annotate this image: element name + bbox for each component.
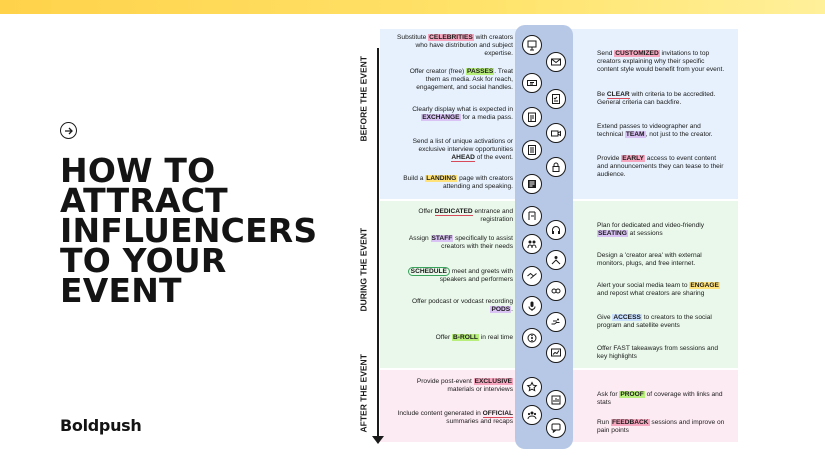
feedback-icon (546, 418, 566, 438)
entrance-icon (522, 206, 542, 226)
headset-icon (546, 220, 566, 240)
lock-icon (546, 157, 566, 177)
top-accent-bar (0, 0, 825, 14)
title-line-5: EVENT (60, 271, 182, 310)
phase-during-label: DURING THE EVENT (358, 227, 369, 312)
page-title: HOW TO ATTRACT INFLUENCERS TO YOUR EVENT (60, 151, 318, 310)
workspace-icon (546, 250, 566, 270)
during-right-item-2: Design a 'creator area' with external mo… (597, 252, 702, 268)
clipboard-icon (522, 107, 542, 127)
after-left-item-1: Provide post-event EXCLUSIVE materials o… (416, 378, 513, 394)
report-icon (546, 390, 566, 410)
microphone-icon (522, 296, 542, 316)
before-left-item-4: Send a list of unique activations or exc… (412, 138, 513, 163)
during-left-item-3: SCHEDULE meet and greets with speakers a… (395, 267, 513, 284)
presenter-icon (522, 35, 542, 55)
during-right-item-4: Give ACCESS to creators to the social pr… (597, 314, 712, 330)
after-left-item-2: Include content generated in OFFICIAL su… (397, 410, 513, 426)
before-left-item-2: Offer creator (free) PASSES. Treat them … (409, 68, 513, 92)
during-right-item-3: Alert your social media team to ENGAGE a… (597, 282, 720, 298)
chat-icon (546, 281, 566, 301)
title-line-3: INFLUENCERS (60, 211, 318, 250)
timeline-line (377, 48, 379, 440)
before-left-item-5: Build a LANDING page with creators atten… (403, 175, 513, 191)
star-award-icon (522, 377, 542, 397)
before-left-item-1: Substitute CELEBRITIES with creators who… (397, 34, 513, 58)
access-hand-icon (546, 312, 566, 332)
phase-after-label: AFTER THE EVENT (358, 354, 369, 433)
brand-logo: Boldpush (60, 416, 142, 435)
chart-icon (546, 343, 566, 363)
group-icon (522, 405, 542, 425)
ticket-icon (522, 73, 542, 93)
during-left-item-4: Offer podcast or vodcast recording PODS. (411, 298, 513, 314)
during-right-item-5: Offer FAST takeaways from sessions and k… (597, 345, 719, 361)
title-line-1: HOW TO (60, 151, 216, 190)
during-left-item-2: Assign STAFF specifically to assist crea… (408, 235, 513, 251)
before-right-item-3: Extend passes to videographer and techni… (597, 123, 713, 139)
people-icon (522, 234, 542, 254)
arrow-right-icon (64, 127, 73, 134)
title-line-2: ATTRACT (60, 181, 228, 220)
film-reel-icon (522, 328, 542, 348)
before-right-item-1: Send CUSTOMIZED invitations to top creat… (597, 50, 725, 74)
timeline-arrowhead (372, 436, 384, 444)
camera-icon (546, 123, 566, 143)
envelope-icon (546, 52, 566, 72)
handshake-icon (522, 266, 542, 286)
after-right-item-1: Ask for PROOF of coverage with links and… (597, 391, 723, 407)
phase-before-label: BEFORE THE EVENT (358, 56, 369, 142)
during-left-item-1: Offer DEDICATED entrance and registratio… (418, 208, 513, 224)
title-line-4: TO YOUR (60, 241, 227, 280)
landing-page-icon (522, 174, 542, 194)
after-right-item-2: Run FEEDBACK sessions and improve on pai… (597, 419, 725, 435)
before-right-item-2: Be CLEAR with criteria to be accredited.… (597, 91, 716, 107)
during-right-item-1: Plan for dedicated and video-friendly SE… (597, 222, 705, 238)
before-right-item-4: Provide EARLY access to event content an… (597, 155, 724, 179)
before-left-item-3: Clearly display what is expected in EXCH… (412, 106, 513, 122)
list-icon (522, 140, 542, 160)
checklist-icon (546, 89, 566, 109)
arrow-right-button[interactable] (60, 122, 77, 139)
during-left-item-5: Offer B-ROLL in real time (435, 334, 513, 341)
